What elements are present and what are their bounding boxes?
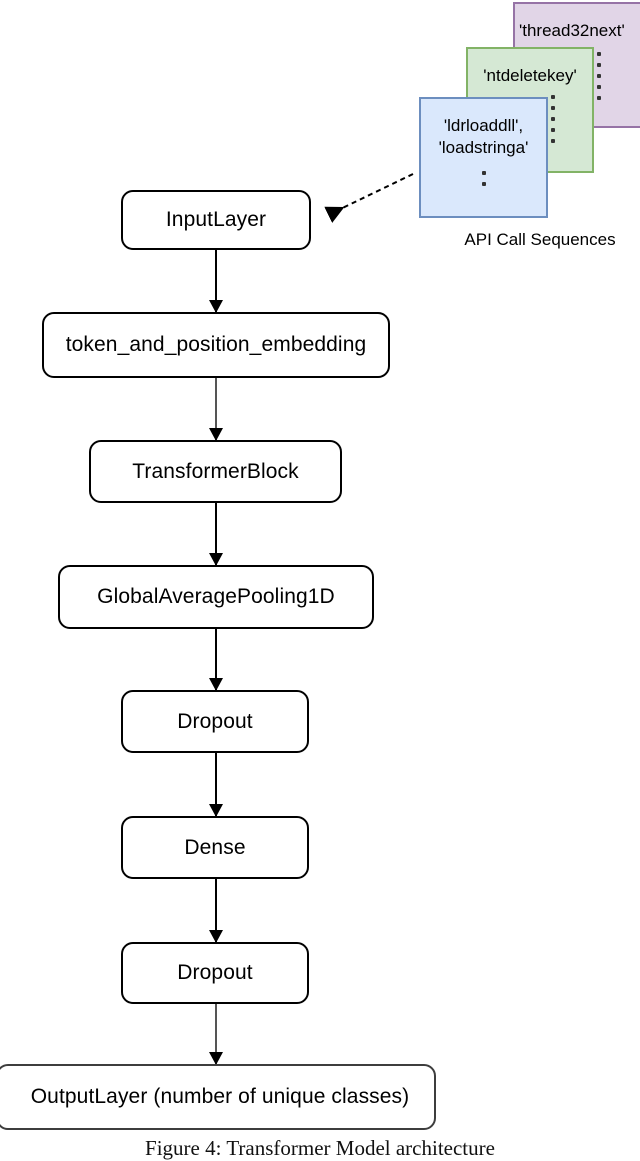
node-inputlayer-label: InputLayer <box>165 208 267 232</box>
edge-dropout1-to-dense <box>209 753 223 817</box>
api-sequence-card-blue: 'ldrloaddll', 'loadstringa' <box>419 97 548 218</box>
node-dense-label: Dense <box>184 835 246 859</box>
edge-dropout2-to-output <box>209 1004 223 1065</box>
edge-pooling-to-dropout1 <box>209 629 223 691</box>
api-call-sequences-label: API Call Sequences <box>464 230 616 249</box>
node-outputlayer[interactable]: OutputLayer (number of unique classes) <box>0 1064 436 1130</box>
vertical-ellipsis-icon <box>421 171 546 187</box>
edge-embedding-to-transformer <box>209 378 223 441</box>
node-globalaveragepooling1d[interactable]: GlobalAveragePooling1D <box>58 565 374 629</box>
node-outputlayer-label: OutputLayer (number of unique classes) <box>30 1085 410 1109</box>
node-transformerblock[interactable]: TransformerBlock <box>89 440 342 503</box>
api-sequence-card-blue-text: 'ldrloaddll', 'loadstringa' <box>438 116 529 158</box>
vertical-ellipsis-icon <box>514 95 592 144</box>
node-token-and-position-embedding-label: token_and_position_embedding <box>65 333 367 357</box>
node-dropout-1-label: Dropout <box>177 709 253 733</box>
api-sequence-card-purple-text: 'thread32next' <box>519 21 625 40</box>
figure-caption: Figure 4: Transformer Model architecture <box>145 1136 495 1160</box>
node-transformerblock-label: TransformerBlock <box>132 459 299 483</box>
edge-input-to-embedding <box>209 250 223 313</box>
node-inputlayer[interactable]: InputLayer <box>121 190 311 250</box>
edge-dense-to-dropout2 <box>209 879 223 943</box>
node-dense[interactable]: Dense <box>121 816 309 879</box>
api-sequence-card-green-text: 'ntdeletekey' <box>483 66 577 85</box>
node-globalaveragepooling1d-label: GlobalAveragePooling1D <box>97 585 335 609</box>
node-dropout-2-label: Dropout <box>177 961 253 985</box>
node-dropout-2[interactable]: Dropout <box>121 942 309 1004</box>
node-dropout-1[interactable]: Dropout <box>121 690 309 753</box>
vertical-ellipsis-icon <box>547 52 640 101</box>
edge-transformer-to-pooling <box>209 503 223 566</box>
dashed-input-arrow-icon <box>324 173 414 223</box>
node-token-and-position-embedding[interactable]: token_and_position_embedding <box>42 312 390 378</box>
